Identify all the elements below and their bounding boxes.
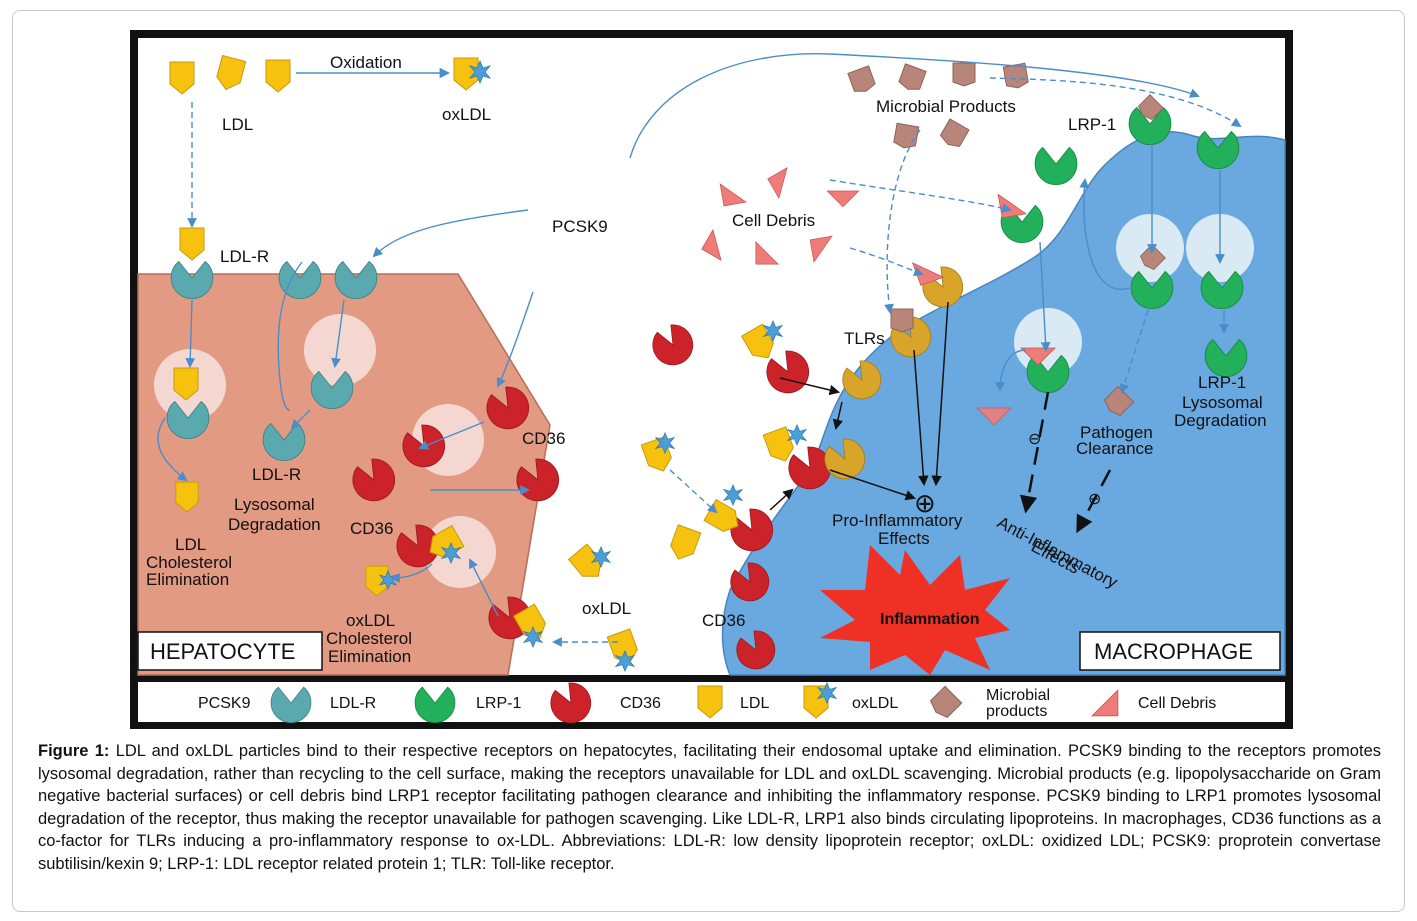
label-pcsk9: PCSK9	[552, 217, 608, 236]
label-ldlr-top: LDL-R	[220, 247, 269, 266]
label-ldlr-lower: LDL-R	[252, 465, 301, 484]
label-ldl: LDL	[222, 115, 253, 134]
label-oxldl-elim-1: oxLDL	[346, 611, 395, 630]
legend-label: LDL	[740, 695, 769, 712]
legend-label: Microbial	[986, 687, 1050, 704]
label-pro-inflammatory-2: Effects	[878, 529, 930, 548]
label-clearance: Clearance	[1076, 439, 1154, 458]
caption-figure-label: Figure 1:	[38, 742, 110, 760]
minus-symbol: ⊖	[1088, 489, 1101, 508]
label-lrp1-deg-3: Degradation	[1174, 411, 1267, 430]
label-hepatocyte: HEPATOCYTE	[150, 639, 295, 664]
label-inflammation: Inflammation	[880, 611, 980, 628]
label-cd36: CD36	[522, 429, 565, 448]
caption-text: LDL and oxLDL particles bind to their re…	[38, 742, 1381, 873]
label-cd36: CD36	[350, 519, 393, 538]
pathway-arrows	[157, 53, 1242, 647]
label-oxldl-mid: oxLDL	[582, 599, 631, 618]
legend: PCSK9 LDL-R LRP-1 CD36 LDL oxLDL Microbi…	[153, 682, 1216, 724]
effect-arrows	[769, 301, 1112, 534]
label-ldl-elim-1: LDL	[175, 535, 206, 554]
label-tlrs: TLRs	[844, 329, 885, 348]
label-microbial-products: Microbial Products	[876, 97, 1016, 116]
macrophage-label-box	[1079, 631, 1281, 671]
microbial-product	[890, 308, 914, 333]
legend-label: CD36	[620, 695, 661, 712]
label-pro-inflammatory-1: Pro-Inflammatory	[832, 511, 963, 530]
vesicle	[1014, 308, 1082, 376]
label-oxldl-elim-3: Elimination	[328, 647, 411, 666]
legend-label: oxLDL	[852, 695, 898, 712]
microbial-product	[952, 62, 976, 87]
label-oxldl: oxLDL	[442, 105, 491, 124]
label-cd36: CD36	[702, 611, 745, 630]
plus-symbol: ⊕	[914, 489, 936, 519]
figure-caption: Figure 1: LDL and oxLDL particles bind t…	[38, 740, 1381, 876]
vesicle	[304, 314, 376, 386]
label-oxldl-elim-2: Cholesterol	[326, 629, 412, 648]
diagram-figure: Oxidation LDL oxLDL PCSK9 LDL-R Cell Deb…	[130, 30, 1293, 729]
label-macrophage: MACROPHAGE	[1094, 639, 1253, 664]
legend-label: LDL-R	[330, 695, 376, 712]
label-lysosomal: Lysosomal	[234, 495, 315, 514]
label-oxidation: Oxidation	[330, 53, 402, 72]
inflammation-burst	[820, 545, 1010, 675]
legend-label: PCSK9	[198, 695, 251, 712]
label-lrp1-deg-2: Lysosomal	[1182, 393, 1263, 412]
label-ldl-elim-2: Cholesterol	[146, 553, 232, 572]
label-lrp1: LRP-1	[1068, 115, 1116, 134]
label-lrp1-deg-1: LRP-1	[1198, 373, 1246, 392]
hepatocyte-label-box	[137, 631, 323, 671]
label-pathogen: Pathogen	[1080, 423, 1153, 442]
legend-label: Cell Debris	[1138, 695, 1216, 712]
minus-symbol: ⊖	[1028, 429, 1041, 448]
label-degradation: Degradation	[228, 515, 321, 534]
legend-label: products	[986, 703, 1047, 720]
label-ldl-elim-3: Elimination	[146, 570, 229, 589]
legend-label: LRP-1	[476, 695, 521, 712]
label-cell-debris: Cell Debris	[732, 211, 815, 230]
